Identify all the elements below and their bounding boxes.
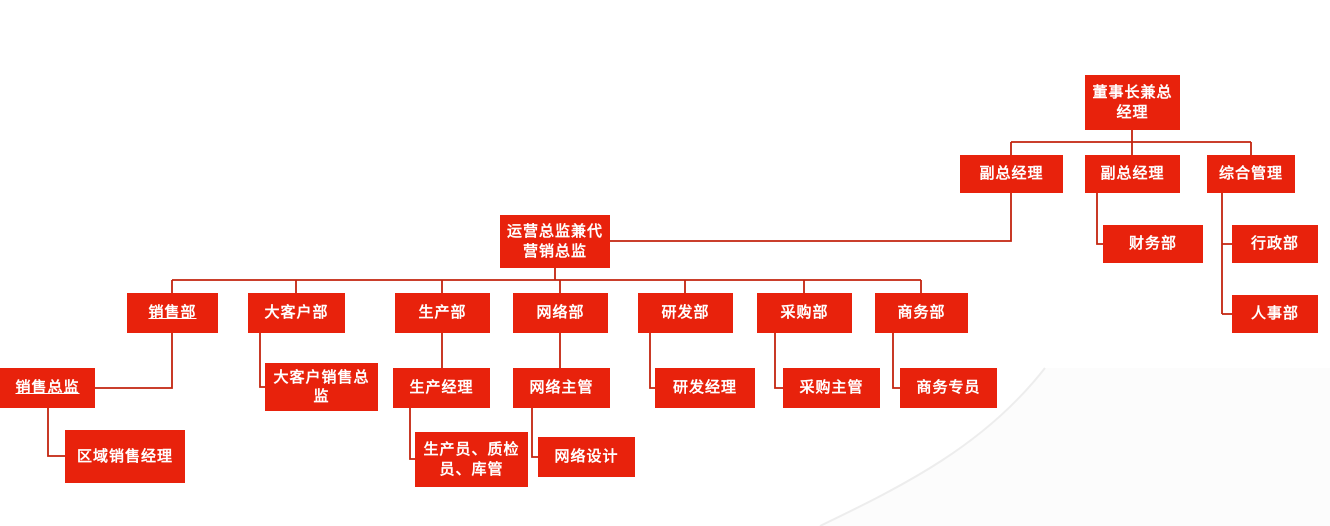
org-node-label: 大客户部 [264,303,329,322]
org-node-deputy-gm-1: 副总经理 [960,155,1063,193]
org-node-production-dept: 生产部 [395,293,490,333]
org-node-production-manager: 生产经理 [393,368,490,408]
org-node-admin-dept: 行政部 [1232,225,1318,263]
org-node-label: 运营总监兼代营销总监 [506,222,603,260]
org-node-label: 副总经理 [1100,164,1165,183]
org-node-label: 副总经理 [979,164,1044,183]
org-node-label: 研发经理 [672,378,737,397]
org-node-label: 人事部 [1250,304,1299,323]
org-node-rd-dept: 研发部 [638,293,733,333]
org-node-label: 商务专员 [916,378,981,397]
org-node-network-designer: 网络设计 [538,437,635,477]
org-node-label: 网络主管 [529,378,594,397]
org-node-label: 网络设计 [554,447,619,466]
org-node-label: 销售总监 [15,378,80,397]
org-node-label: 生产经理 [409,378,474,397]
org-node-label: 网络部 [536,303,585,322]
org-node-key-account-sales-director: 大客户销售总监 [265,363,378,411]
org-node-network-supervisor: 网络主管 [513,368,610,408]
org-node-regional-sales-manager: 区域销售经理 [65,430,185,483]
org-node-label: 商务部 [897,303,946,322]
org-node-sales-director: 销售总监 [0,368,95,408]
org-node-label: 采购部 [780,303,829,322]
org-node-business-dept: 商务部 [875,293,968,333]
org-node-label: 综合管理 [1218,164,1283,183]
org-node-network-dept: 网络部 [513,293,608,333]
org-node-sales-dept: 销售部 [127,293,218,333]
org-node-rd-manager: 研发经理 [655,368,755,408]
org-node-label: 大客户销售总监 [273,367,370,406]
org-node-purchasing-dept: 采购部 [757,293,852,333]
org-node-label: 财务部 [1128,234,1177,253]
org-node-label: 采购主管 [799,378,864,397]
org-node-label: 生产部 [418,303,467,322]
org-node-label: 区域销售经理 [76,446,173,465]
org-node-production-staff: 生产员、质检员、库管 [415,432,528,487]
org-node-hr-dept: 人事部 [1232,295,1318,333]
org-node-chairman: 董事长兼总经理 [1085,75,1180,130]
org-node-business-specialist: 商务专员 [900,368,997,408]
org-node-general-admin: 综合管理 [1207,155,1295,193]
org-node-deputy-gm-2: 副总经理 [1085,155,1180,193]
org-node-finance-dept: 财务部 [1103,225,1203,263]
org-node-label: 生产员、质检员、库管 [423,440,520,478]
org-node-ops-director: 运营总监兼代营销总监 [500,215,610,268]
org-node-label: 董事长兼总经理 [1092,83,1173,121]
org-node-label: 销售部 [148,303,197,322]
org-node-purchasing-supervisor: 采购主管 [783,368,880,408]
org-node-key-account-dept: 大客户部 [248,293,345,333]
org-node-label: 行政部 [1250,234,1299,253]
org-node-label: 研发部 [661,303,710,322]
